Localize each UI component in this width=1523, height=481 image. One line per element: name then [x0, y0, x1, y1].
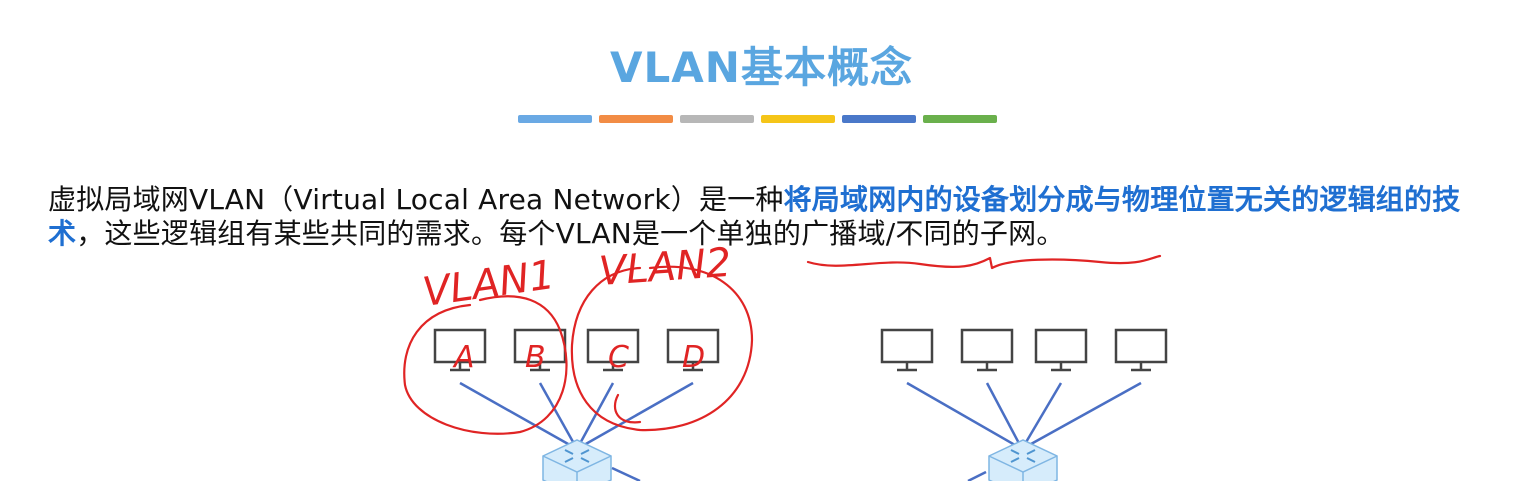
- pc-icon-h: [1114, 328, 1168, 372]
- pc-b-handwritten-label: B: [525, 340, 546, 375]
- pc-d-handwritten-label: D: [682, 340, 705, 375]
- vlan1-circle: [403, 295, 568, 435]
- link-pc-e: [906, 381, 1023, 451]
- ink-labels: VLAN1 VLAN2 A B C D: [420, 240, 733, 375]
- link-pc-g: [1020, 382, 1063, 450]
- uplink-right: [967, 470, 987, 481]
- color-segment-3: [680, 115, 754, 123]
- handwritten-underline: [806, 254, 1162, 270]
- color-segment-5: [842, 115, 916, 123]
- pc-a-handwritten-label: A: [452, 340, 475, 375]
- vlan1-handwritten-label: VLAN1: [420, 252, 558, 316]
- link-pc-b: [538, 382, 579, 450]
- color-segment-4: [761, 115, 835, 123]
- ink-curl: [613, 393, 642, 424]
- link-pc-h: [1021, 381, 1142, 451]
- link-pc-f: [985, 382, 1024, 450]
- color-segment-2: [599, 115, 673, 123]
- slide-title: VLAN基本概念: [610, 43, 913, 92]
- paragraph-text-2: ，这些逻辑组有某些共同的需求。每个VLAN是一个单独的广播域/不同的子网。: [76, 217, 1065, 250]
- color-segment-6: [923, 115, 997, 123]
- link-pc-a: [459, 381, 578, 451]
- right-links: [906, 381, 1142, 481]
- pc-icon-e: [880, 328, 934, 372]
- uplink-left: [611, 466, 641, 481]
- link-pc-c: [575, 382, 615, 450]
- paragraph-text-1: 虚拟局域网VLAN（Virtual Local Area Network）是一种: [48, 183, 784, 216]
- switch-icon-right: [988, 439, 1058, 481]
- pc-icon-g: [1034, 328, 1088, 372]
- definition-paragraph: 虚拟局域网VLAN（Virtual Local Area Network）是一种…: [48, 183, 1488, 251]
- vlan2-circle: [570, 265, 754, 432]
- title-color-bar: [518, 115, 997, 123]
- paragraph-highlight: 将局域网内的设备划分成与物理位置无关的逻辑组的技术: [48, 183, 1461, 250]
- link-pc-d: [576, 381, 694, 451]
- color-segment-1: [518, 115, 592, 123]
- switch-icon-left: [542, 439, 612, 481]
- ink-annotations: [403, 254, 1162, 435]
- vlan2-handwritten-label: VLAN2: [597, 240, 732, 295]
- pc-c-handwritten-label: C: [608, 340, 629, 375]
- pc-icon-f: [960, 328, 1014, 372]
- left-links: [459, 381, 694, 481]
